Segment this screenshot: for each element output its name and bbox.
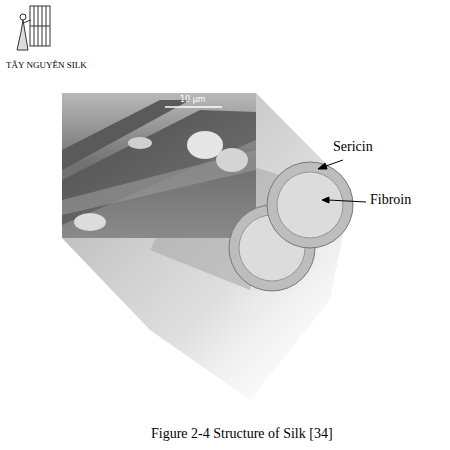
projection bbox=[62, 93, 352, 400]
sem-photo bbox=[62, 93, 256, 238]
leader-arrow bbox=[318, 160, 366, 203]
figure-caption: Figure 2-4 Structure of Silk [34] bbox=[151, 426, 333, 442]
cross-section-upper bbox=[267, 162, 353, 248]
scale-label: 10 μm bbox=[180, 95, 206, 104]
logo-text: TÂY NGUYÊN SILK bbox=[6, 60, 87, 70]
scale-bar bbox=[165, 106, 222, 108]
logo-icon bbox=[17, 6, 50, 50]
part-label: Fibroin bbox=[370, 192, 411, 208]
part-label: Sericin bbox=[333, 139, 373, 155]
